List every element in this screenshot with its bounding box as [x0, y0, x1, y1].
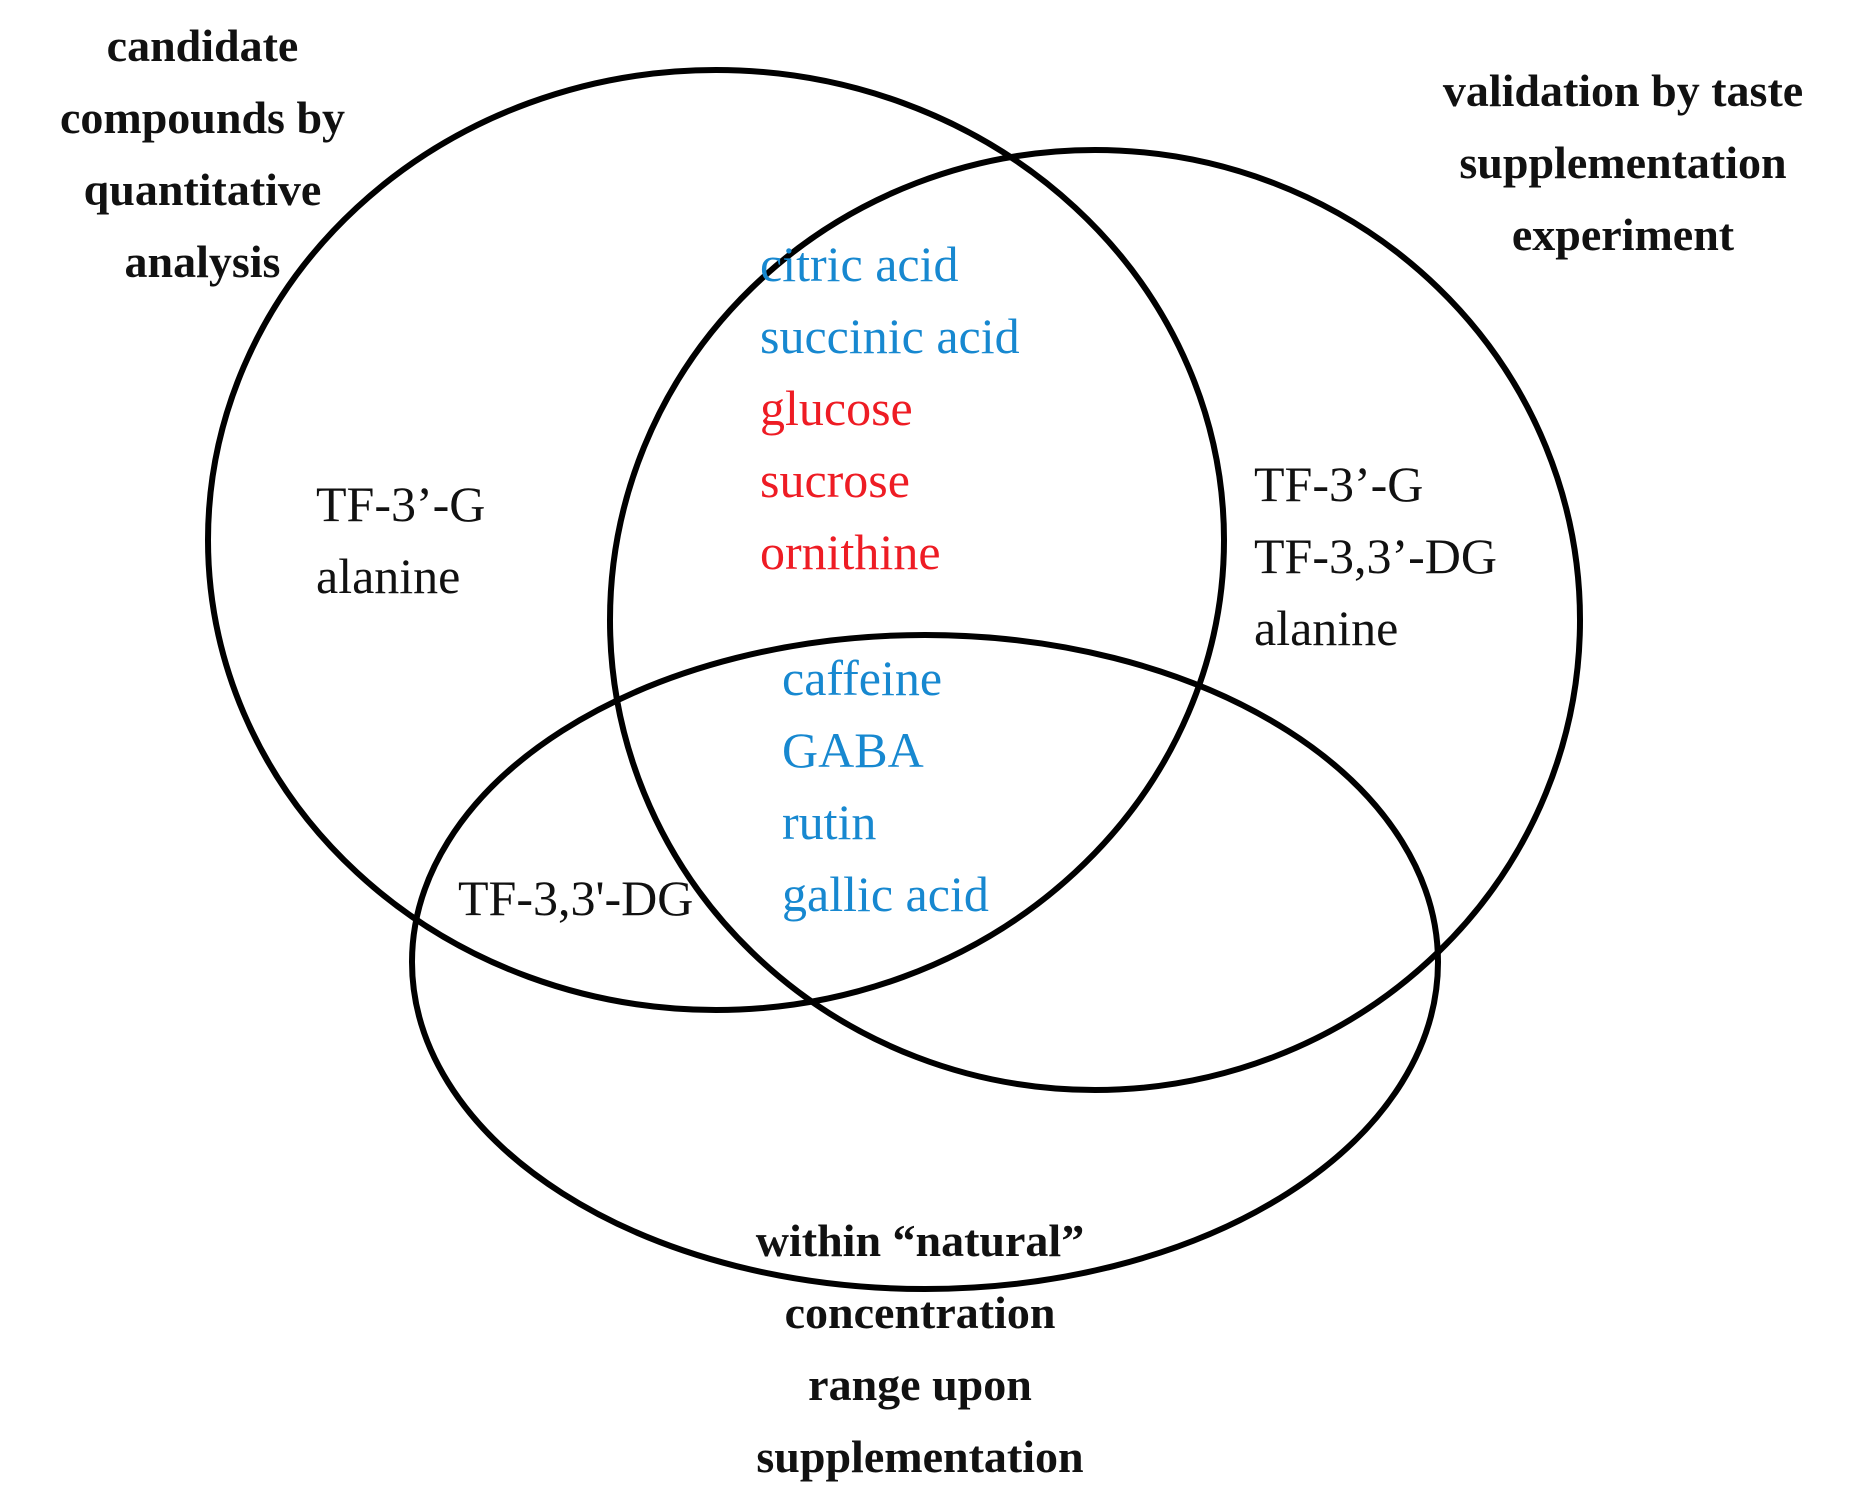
title-line: experiment: [1511, 209, 1735, 260]
set-title-taste: validation by taste supplementation expe…: [1388, 55, 1858, 271]
region-quantitative-only: TF-3’-G alanine: [316, 468, 485, 612]
title-line: within “natural”: [755, 1215, 1085, 1266]
compound-label: succinic acid: [760, 308, 1020, 364]
title-line: supplementation: [1459, 137, 1787, 188]
region-all-three: caffeine GABA rutin gallic acid: [782, 642, 989, 930]
title-line: analysis: [124, 236, 281, 287]
compound-label: TF-3’-G: [316, 476, 486, 532]
compound-label: TF-3’-G: [1254, 456, 1424, 512]
title-line: concentration: [784, 1287, 1056, 1338]
region-quantitative-and-natural: TF-3,3'-DG: [458, 862, 693, 934]
compound-label: caffeine: [782, 650, 943, 706]
compound-label: TF-3,3'-DG: [458, 870, 694, 926]
region-taste-only: TF-3’-G TF-3,3’-DG alanine: [1254, 448, 1497, 664]
compound-label: sucrose: [760, 452, 910, 508]
compound-label: rutin: [782, 794, 877, 850]
compound-label: TF-3,3’-DG: [1254, 528, 1498, 584]
compound-label: alanine: [316, 548, 461, 604]
set-circle-natural: [409, 632, 1441, 1292]
compound-label: ornithine: [760, 524, 941, 580]
title-line: compounds by: [59, 92, 346, 143]
title-line: validation by taste: [1442, 65, 1804, 116]
region-quantitative-and-taste: citric acid succinic acid glucose sucros…: [760, 228, 1020, 588]
set-title-quantitative: candidate compounds by quantitative anal…: [30, 10, 375, 298]
compound-label: citric acid: [760, 236, 959, 292]
title-line: quantitative: [83, 164, 322, 215]
set-circle-taste: [607, 147, 1583, 1093]
set-title-natural: within “natural” concentration range upo…: [680, 1205, 1160, 1493]
compound-label: glucose: [760, 380, 913, 436]
title-line: range upon: [808, 1359, 1032, 1410]
compound-label: GABA: [782, 722, 924, 778]
set-circle-quantitative: [205, 67, 1227, 1013]
title-line: supplementation: [756, 1431, 1084, 1482]
title-line: candidate: [106, 20, 299, 71]
compound-label: alanine: [1254, 600, 1399, 656]
compound-label: gallic acid: [782, 866, 989, 922]
